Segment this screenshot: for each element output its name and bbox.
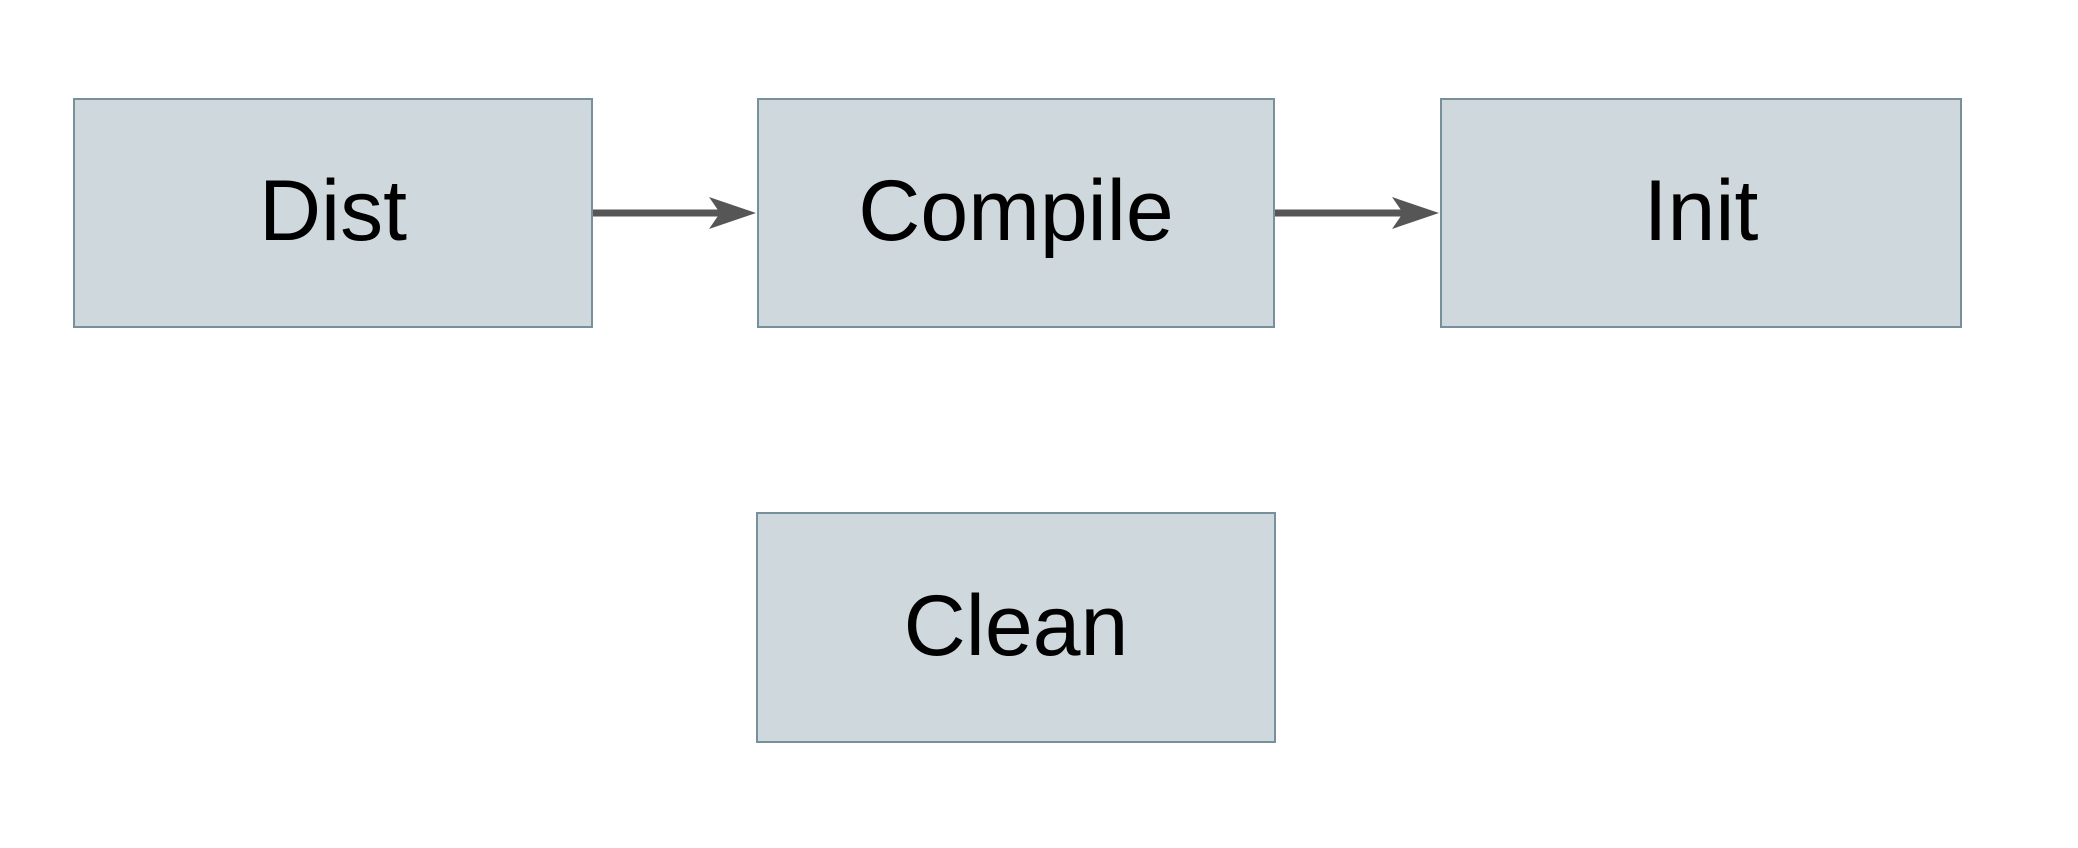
node-clean: Clean [756, 512, 1276, 743]
node-clean-label: Clean [903, 577, 1129, 674]
arrow-dist-to-compile [593, 197, 756, 229]
node-init-label: Init [1643, 163, 1759, 259]
node-dist-label: Dist [258, 163, 408, 259]
node-dist: Dist [73, 98, 593, 328]
arrow-compile-to-init [1275, 197, 1439, 229]
node-compile-label: Compile [858, 163, 1174, 259]
node-compile: Compile [757, 98, 1275, 328]
node-init: Init [1440, 98, 1962, 328]
